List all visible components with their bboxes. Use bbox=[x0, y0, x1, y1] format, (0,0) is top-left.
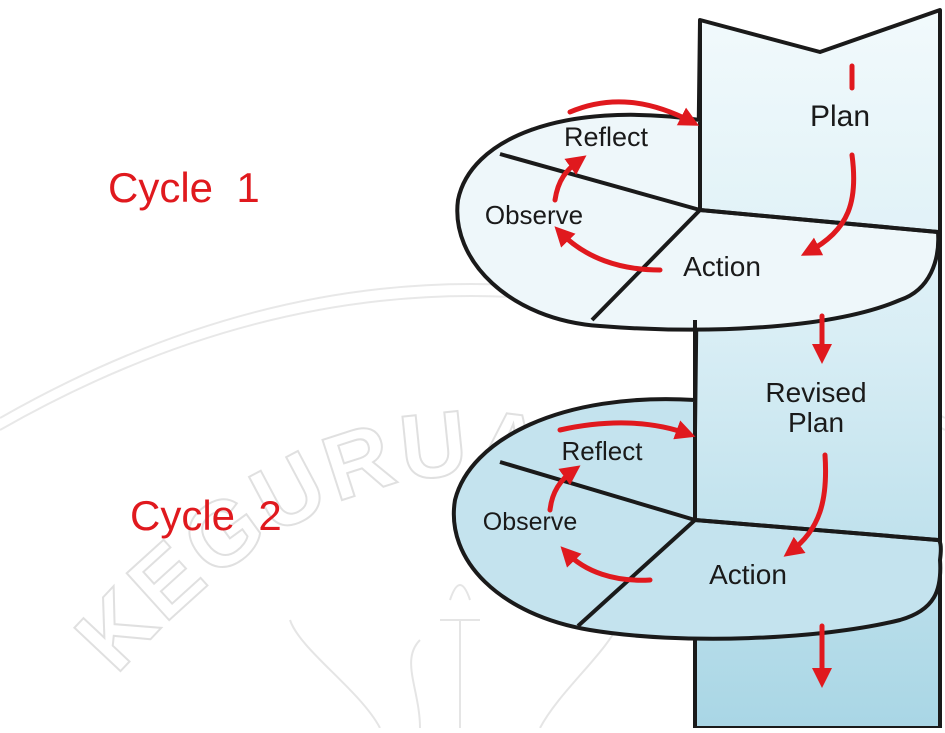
revised-plan-to-action-arrow bbox=[783, 452, 829, 557]
cycle2-reflect-label: Reflect bbox=[562, 436, 644, 466]
cycle1-reflect-label: Reflect bbox=[564, 122, 649, 152]
cycle2-revised-label: Revised bbox=[765, 377, 866, 408]
action2-to-observe2-arrow bbox=[560, 546, 653, 583]
cycle-arrows bbox=[547, 63, 857, 688]
cycle1-plan-label: Plan bbox=[810, 100, 870, 133]
plan-to-action-arrow bbox=[800, 152, 857, 256]
cycle2-observe-label: Observe bbox=[483, 508, 577, 536]
cycle1-observe-label: Observe bbox=[485, 200, 583, 230]
labels: Cycle 1 Plan Reflect Observe Action Cycl… bbox=[108, 100, 870, 590]
cycle2-disc bbox=[451, 320, 943, 641]
observe-to-reflect-arrow bbox=[552, 155, 587, 203]
observe2-to-reflect2-arrow bbox=[547, 465, 581, 513]
cycle2-label: Cycle 2 bbox=[130, 492, 282, 539]
cycle1-action-label: Action bbox=[683, 251, 761, 282]
reflect2-to-revised-plan-arrow bbox=[557, 420, 696, 440]
cycle2-action-label: Action bbox=[709, 559, 787, 590]
reflect-to-plan-arrow bbox=[567, 99, 700, 126]
cycle1-label: Cycle 1 bbox=[108, 164, 260, 211]
cycle2-plan-label: Plan bbox=[788, 407, 844, 438]
action-to-observe-arrow bbox=[554, 226, 663, 273]
